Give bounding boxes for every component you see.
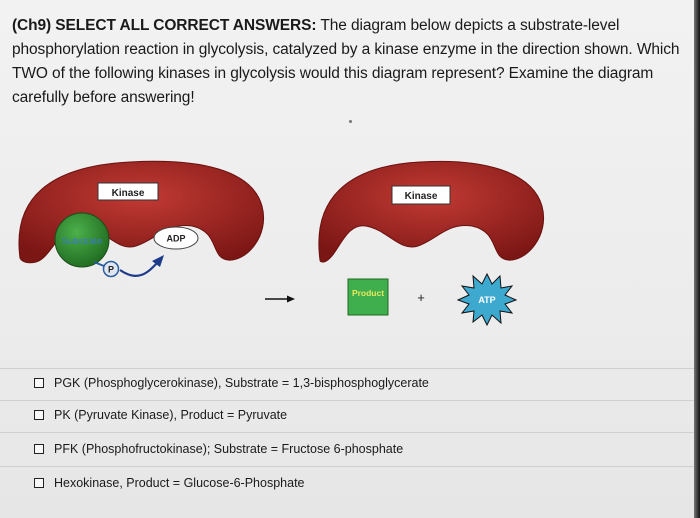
option-checkbox[interactable] <box>34 478 44 488</box>
substrate-ball <box>54 212 110 268</box>
phosphate-bond <box>93 261 105 267</box>
question-text: The diagram below depicts a substrate-le… <box>12 17 680 106</box>
substrate-label: Substrate <box>62 236 103 247</box>
left-kinase-label-box <box>97 182 159 201</box>
stray-mark <box>349 120 352 123</box>
option-divider <box>0 368 700 369</box>
plus-sign: + <box>417 290 425 305</box>
option-checkbox[interactable] <box>34 378 44 388</box>
atp-label: ATP <box>478 295 495 305</box>
option-label: PK (Pyruvate Kinase), Product = Pyruvate <box>54 408 288 422</box>
option-pk[interactable]: PK (Pyruvate Kinase), Product = Pyruvate <box>34 408 287 422</box>
question-tag: (Ch9) SELECT ALL CORRECT ANSWERS: <box>12 17 317 34</box>
left-kinase-label: Kinase <box>112 188 145 199</box>
answer-options: PGK (Phosphoglycerokinase), Substrate = … <box>0 360 700 518</box>
question-prompt: (Ch9) SELECT ALL CORRECT ANSWERS: The di… <box>12 14 684 110</box>
adp-oval <box>153 226 199 250</box>
atp-starburst <box>456 272 518 327</box>
option-hexokinase[interactable]: Hexokinase, Product = Glucose-6-Phosphat… <box>34 476 305 490</box>
option-divider <box>0 400 700 401</box>
option-pfk[interactable]: PFK (Phosphofructokinase); Substrate = F… <box>34 442 403 456</box>
phosphate-label: P <box>108 265 114 275</box>
kinase-reaction-diagram: Kinase Substrate P ADP Kinase Product + … <box>18 160 544 327</box>
option-checkbox[interactable] <box>34 444 44 454</box>
option-divider <box>0 432 700 433</box>
phosphate-group <box>102 260 120 278</box>
option-pgk[interactable]: PGK (Phosphoglycerokinase), Substrate = … <box>34 376 429 390</box>
right-kinase-label: Kinase <box>405 191 438 202</box>
product-block <box>347 278 389 316</box>
option-label: PGK (Phosphoglycerokinase), Substrate = … <box>54 376 429 390</box>
adp-label: ADP <box>166 234 185 244</box>
right-kinase-label-box <box>391 185 451 205</box>
option-label: PFK (Phosphofructokinase); Substrate = F… <box>54 442 404 456</box>
option-divider <box>0 466 700 467</box>
right-kinase-enzyme <box>318 160 544 263</box>
phosphate-transfer-arrowhead <box>152 255 164 267</box>
reaction-arrowhead <box>287 295 295 303</box>
photo-edge-shadow <box>694 0 700 518</box>
option-label: Hexokinase, Product = Glucose-6-Phosphat… <box>54 476 305 490</box>
product-label: Product <box>352 288 384 298</box>
option-checkbox[interactable] <box>34 410 44 420</box>
